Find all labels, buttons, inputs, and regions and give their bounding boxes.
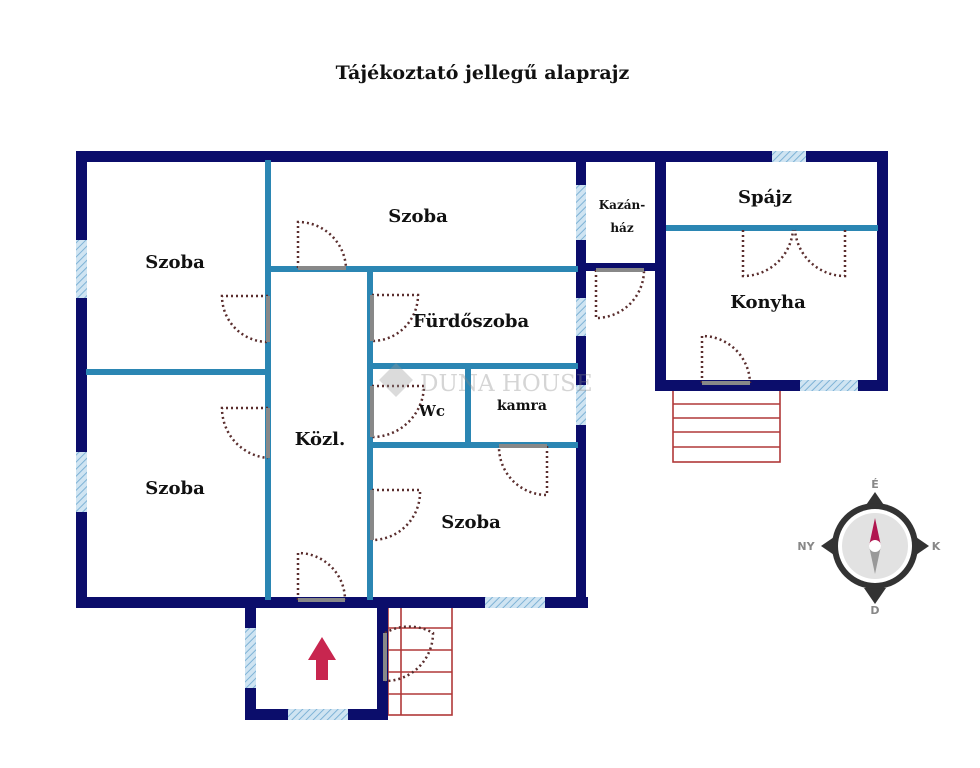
doors bbox=[220, 220, 847, 683]
room-label-szoba-s: Szoba bbox=[441, 512, 501, 533]
room-label-kazanhaz-1: Kazán- bbox=[599, 198, 646, 212]
room-label-wc: Wc bbox=[418, 402, 445, 420]
stairs-entry bbox=[387, 605, 453, 716]
compass-south: D bbox=[870, 604, 879, 617]
room-label-furdoszoba: Fürdőszoba bbox=[413, 311, 530, 332]
compass-north: É bbox=[871, 478, 879, 491]
stairs-kitchen bbox=[672, 389, 781, 463]
room-label-kazanhaz-2: ház bbox=[610, 221, 634, 235]
watermark-text: DUNA HOUSE bbox=[420, 371, 593, 397]
compass-west: NY bbox=[797, 540, 815, 553]
watermark-logo: DUNA HOUSE bbox=[379, 363, 593, 397]
room-label-kozl: Közl. bbox=[295, 429, 346, 450]
plan-title: Tájékoztató jellegű alaprajz bbox=[335, 62, 630, 84]
room-label-kamra: kamra bbox=[497, 398, 547, 414]
room-label-konyha: Konyha bbox=[730, 292, 806, 313]
outer-walls bbox=[76, 151, 888, 720]
compass-east: K bbox=[932, 540, 941, 553]
entry-arrow-icon bbox=[308, 637, 336, 680]
room-label-szoba-n: Szoba bbox=[388, 206, 448, 227]
room-label-szoba-nw: Szoba bbox=[145, 252, 205, 273]
room-label-szoba-sw: Szoba bbox=[145, 478, 205, 499]
room-label-spajz: Spájz bbox=[738, 187, 792, 208]
windows bbox=[76, 151, 858, 720]
compass-icon: É D K NY bbox=[797, 478, 940, 617]
